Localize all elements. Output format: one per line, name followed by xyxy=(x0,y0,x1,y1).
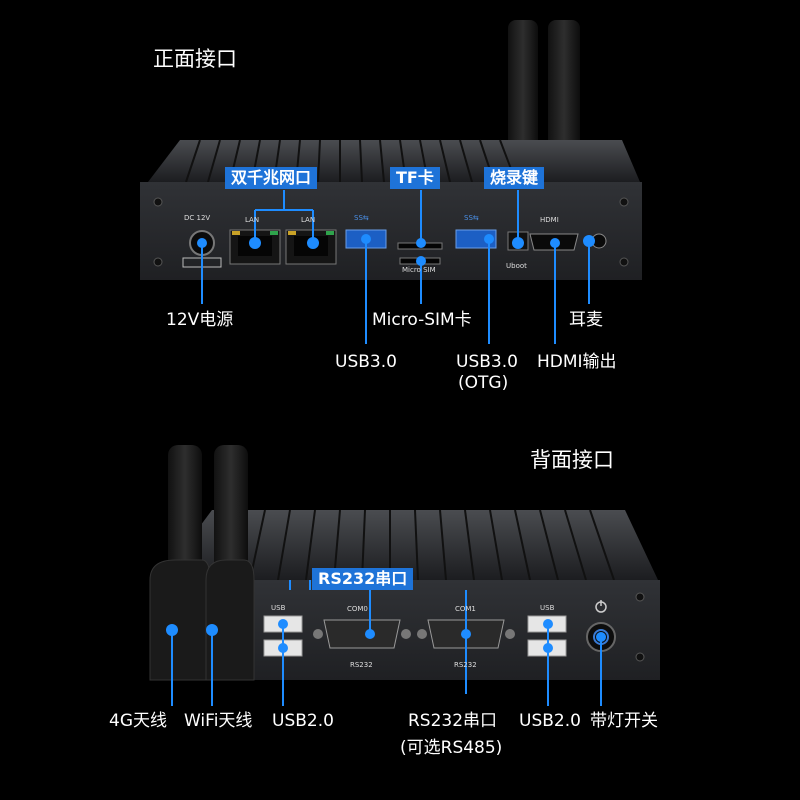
callout-4g-antenna: 4G天线 xyxy=(109,711,167,731)
label-rs232-a: RS232 xyxy=(350,661,373,669)
front-fins xyxy=(185,139,517,183)
label-lan-2: LAN xyxy=(301,216,316,224)
front-panel xyxy=(140,182,642,280)
label-lan-1: LAN xyxy=(245,216,260,224)
back-device xyxy=(149,445,660,681)
label-ss-2: SS⇆ xyxy=(464,214,479,222)
callout-usb20-right: USB2.0 xyxy=(519,711,581,731)
tag-tf-card: TF卡 xyxy=(390,167,440,189)
callout-wifi-antenna: WiFi天线 xyxy=(184,711,253,731)
label-hdmi: HDMI xyxy=(540,216,559,224)
label-com1: COM1 xyxy=(455,605,476,613)
back-callout-dots xyxy=(166,619,606,653)
back-heatsink xyxy=(160,510,658,580)
tag-dual-gigabit-lan: 双千兆网口 xyxy=(225,167,318,189)
com0-port xyxy=(323,619,401,649)
back-antenna-wifi xyxy=(214,445,248,595)
label-rs232-b: RS232 xyxy=(454,661,477,669)
callout-rs232-port: RS232串口 xyxy=(408,711,498,731)
usb30-port-2 xyxy=(455,229,497,249)
callout-usb30-otg: USB3.0 xyxy=(456,352,518,372)
label-usb-right: USB xyxy=(540,604,555,612)
antenna-wifi-base xyxy=(205,559,255,681)
callout-earphone: 耳麦 xyxy=(569,310,603,330)
label-dc-12v: DC 12V xyxy=(184,214,211,222)
callout-hdmi-output: HDMI输出 xyxy=(537,352,617,372)
front-antenna-2 xyxy=(548,20,580,150)
tag-uboot-key: 烧录键 xyxy=(484,167,545,189)
tag-rs232: RS232串口 xyxy=(312,568,414,590)
back-callout-lines xyxy=(171,580,602,706)
callout-usb20-left: USB2.0 xyxy=(272,711,334,731)
label-usb-left: USB xyxy=(271,604,286,612)
label-micro-sim: Micro SIM xyxy=(402,266,436,274)
back-antenna-4g xyxy=(168,445,202,595)
callout-usb30: USB3.0 xyxy=(335,352,397,372)
callout-micro-sim: Micro-SIM卡 xyxy=(372,310,472,330)
callout-12v-power: 12V电源 xyxy=(166,310,234,330)
front-antenna-1 xyxy=(508,20,538,150)
back-section-title: 背面接口 xyxy=(530,448,614,472)
front-callout-dots xyxy=(197,234,595,266)
front-section-title: 正面接口 xyxy=(153,47,237,71)
antenna-4g-base xyxy=(149,559,211,681)
callout-power-switch: 带灯开关 xyxy=(590,711,658,731)
callout-otg: (OTG) xyxy=(458,373,509,393)
front-callout-lines xyxy=(201,190,590,344)
label-uboot: Uboot xyxy=(506,262,527,270)
callout-rs485-optional: (可选RS485) xyxy=(400,738,503,758)
label-com0: COM0 xyxy=(347,605,368,613)
label-ss-1: SS⇆ xyxy=(354,214,369,222)
